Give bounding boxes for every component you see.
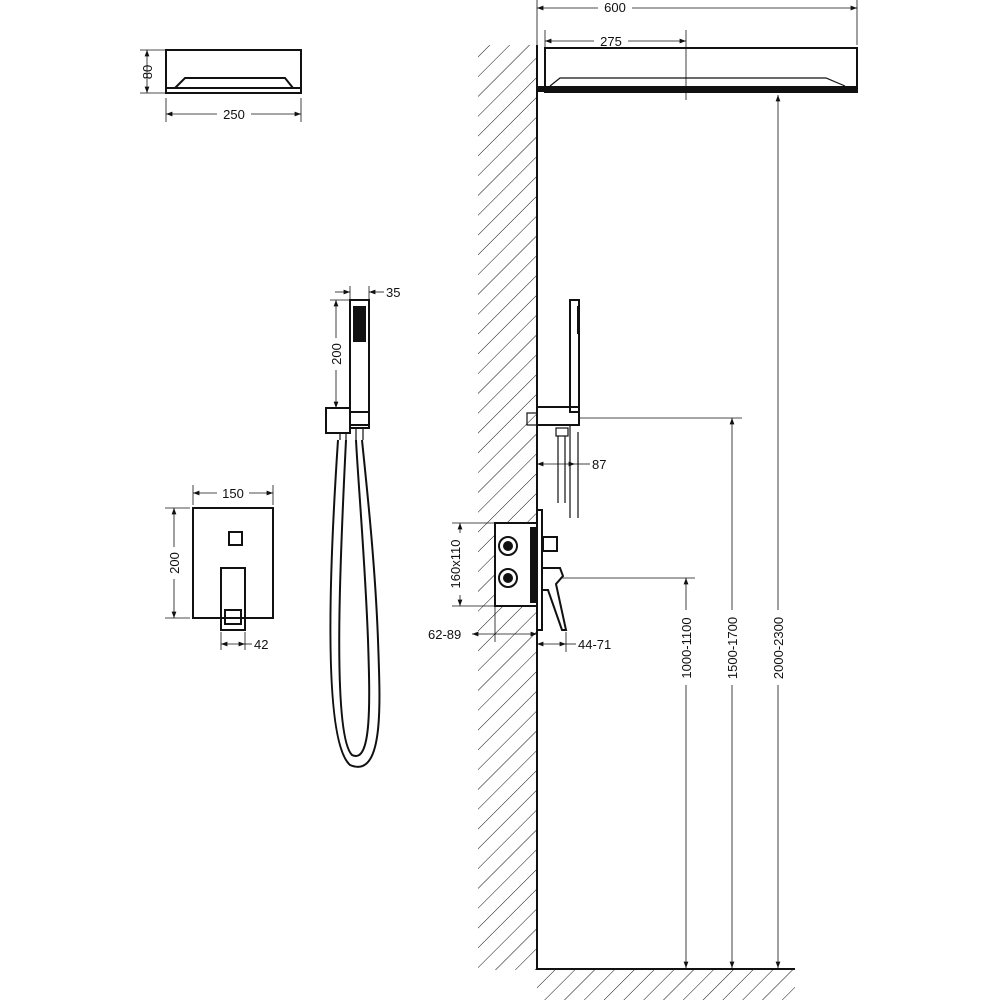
- dim-overhead-height: 2000-2300: [769, 95, 787, 968]
- dim-box-depth: 62-89: [428, 606, 537, 642]
- mixer-plate-front: [192, 507, 274, 631]
- wall-section: [478, 45, 795, 1000]
- shower-head-front: [165, 49, 302, 94]
- hand-shower: [325, 299, 381, 768]
- dim-label: 150: [222, 486, 244, 501]
- dim-label: 87: [592, 457, 606, 472]
- dim-head-width: 250: [165, 98, 302, 122]
- dim-label: 62-89: [428, 627, 461, 642]
- concealed-mixer-box: [494, 509, 568, 631]
- dim-hand-width: 35: [335, 285, 400, 300]
- dim-plate-width: 150: [192, 485, 274, 505]
- dim-plate-height: 200: [165, 507, 190, 619]
- dim-head-height: 80: [140, 49, 166, 94]
- dim-label: 600: [604, 0, 626, 15]
- dim-mixer-height: 1000-1100: [560, 577, 695, 968]
- dim-label: 1000-1100: [679, 617, 694, 678]
- dim-label: 80: [140, 65, 155, 79]
- dim-label: 2000-2300: [771, 617, 786, 679]
- dim-overhead-width: 600: [536, 0, 858, 45]
- dim-overhead-arm: 275: [544, 30, 687, 100]
- dim-label: 200: [329, 343, 344, 365]
- dim-box-size: 160x110: [448, 522, 495, 607]
- dim-lever-depth: 42: [220, 632, 268, 652]
- dim-label: 275: [600, 34, 622, 49]
- dim-label: 42: [254, 637, 268, 652]
- dim-holder-height: 1500-1700: [580, 417, 742, 968]
- dim-label: 200: [167, 552, 182, 574]
- dim-label: 44-71: [578, 637, 611, 652]
- dim-hand-length: 200: [328, 299, 350, 408]
- dim-label: 35: [386, 285, 400, 300]
- overhead-shower-side: [537, 47, 858, 93]
- dim-label: 1500-1700: [725, 617, 740, 679]
- wall-hand-shower-holder: [526, 299, 580, 518]
- dim-label: 250: [223, 107, 245, 122]
- dim-trim-projection: 44-71: [537, 632, 611, 652]
- dim-label: 160x110: [448, 540, 463, 589]
- dim-holder-projection: 87: [537, 457, 606, 472]
